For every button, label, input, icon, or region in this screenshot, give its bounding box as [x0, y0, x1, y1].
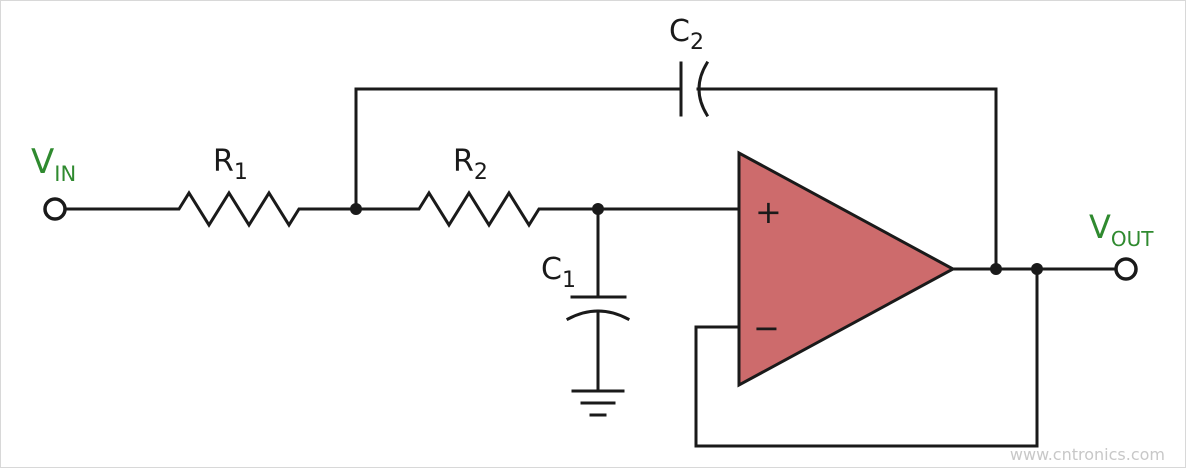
opamp-minus-sign: −	[753, 309, 780, 347]
c2-label: C2	[669, 14, 704, 55]
junction-r2-c1	[592, 203, 604, 215]
junction-r1-r2	[350, 203, 362, 215]
vout-label: VOUT	[1089, 208, 1154, 251]
vin-terminal[interactable]	[43, 197, 67, 221]
wire-negative-feedback	[694, 267, 1039, 448]
r2-label: R2	[453, 144, 488, 185]
wire-c2-left	[354, 87, 663, 211]
junction-output-feedback	[1031, 263, 1043, 275]
junction-output-c2	[990, 263, 1002, 275]
vin-label: VIN	[31, 142, 76, 186]
resistor-r2	[399, 190, 559, 228]
opamp-plus-sign: +	[755, 193, 782, 231]
opamp-body	[737, 150, 957, 388]
resistor-r1	[157, 190, 321, 228]
vout-terminal[interactable]	[1114, 257, 1138, 281]
r1-label: R1	[213, 144, 248, 185]
wire-c2-right	[711, 87, 998, 271]
c1-label: C1	[541, 252, 576, 293]
watermark: www.cntronics.com	[1010, 445, 1165, 464]
